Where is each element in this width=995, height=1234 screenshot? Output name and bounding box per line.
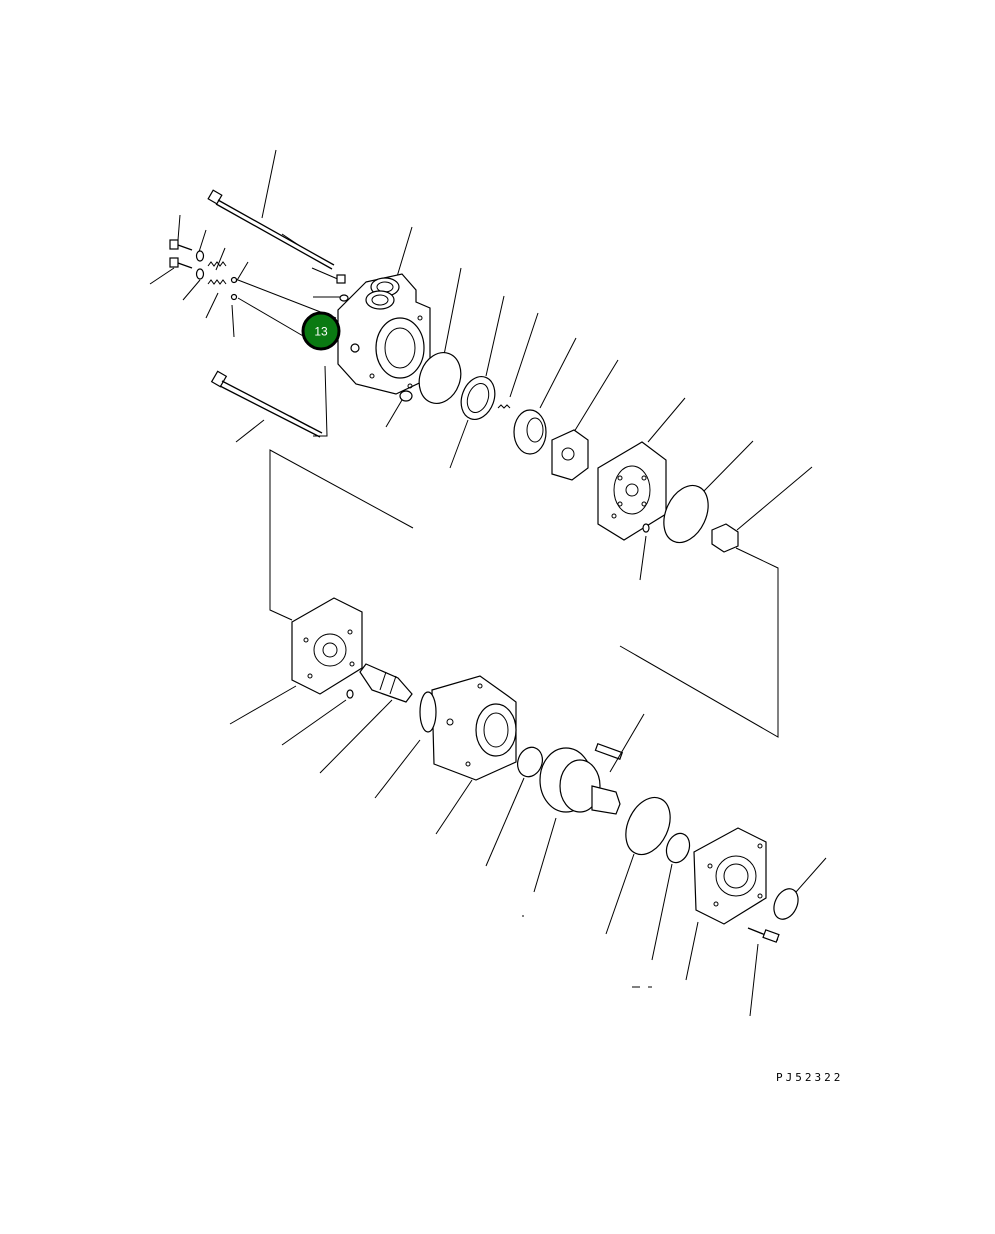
upper-drive-parts <box>418 352 589 481</box>
lower-seals-flange <box>625 796 799 943</box>
callout-13[interactable]: 13 <box>301 311 341 351</box>
tie-bolt-lower <box>210 370 323 438</box>
splined-shaft <box>359 663 413 703</box>
tie-bolt-upper <box>207 189 335 270</box>
drive-gear-shaft <box>539 742 624 815</box>
leader-lines-bottom <box>229 685 827 1017</box>
drawing-code: PJ52322 <box>776 1071 844 1084</box>
leader-lines-top <box>149 149 813 581</box>
gear-housing <box>419 675 543 781</box>
end-cover-plate <box>597 441 739 553</box>
callout-13-label: 13 <box>314 325 328 339</box>
valve-housing <box>337 273 431 402</box>
gear-plate <box>291 597 363 699</box>
